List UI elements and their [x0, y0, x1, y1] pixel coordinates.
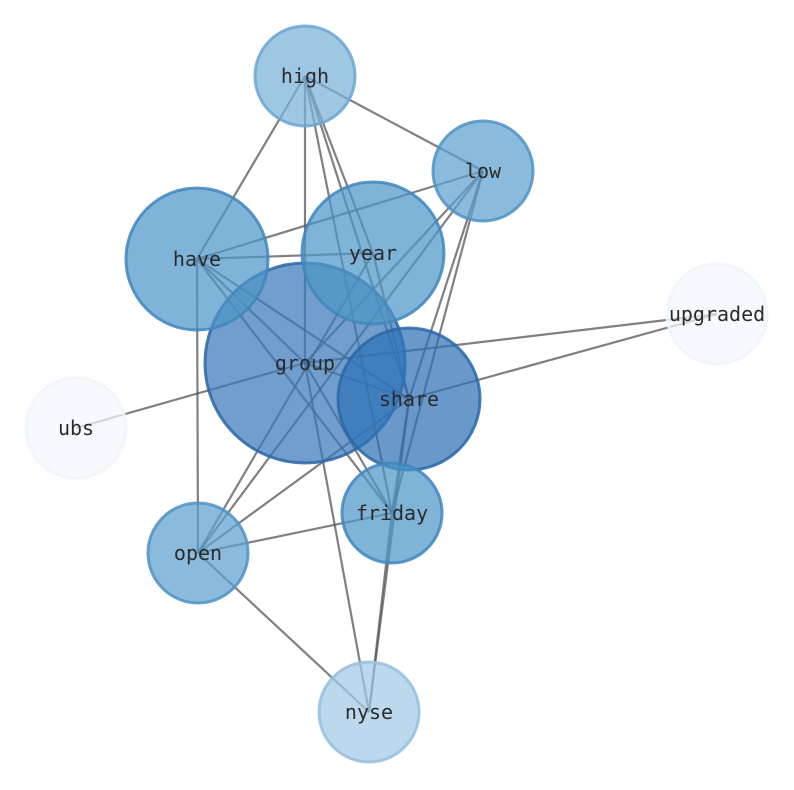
node-open [146, 501, 250, 605]
node-label-nyse: nyse [345, 700, 393, 724]
node-label-high: high [281, 64, 329, 88]
node-label-group: group [275, 351, 335, 375]
node-label-open: open [174, 541, 222, 565]
node-ubs [24, 376, 128, 480]
node-year [300, 180, 446, 326]
label-layer: group share have year friday low open high nyse u… [58, 64, 765, 724]
node-label-share: share [379, 387, 439, 411]
node-layer [24, 24, 769, 764]
node-high [253, 24, 357, 128]
node-have [124, 186, 270, 332]
node-label-ubs: ubs [58, 416, 94, 440]
node-label-upgraded: upgraded [669, 302, 765, 326]
node-friday [340, 461, 444, 565]
node-label-have: have [173, 247, 221, 271]
node-nyse [317, 660, 421, 764]
node-label-friday: friday [356, 501, 428, 525]
node-label-low: low [465, 159, 502, 183]
node-label-year: year [349, 241, 397, 265]
node-upgraded [665, 262, 769, 366]
node-low [431, 119, 535, 223]
